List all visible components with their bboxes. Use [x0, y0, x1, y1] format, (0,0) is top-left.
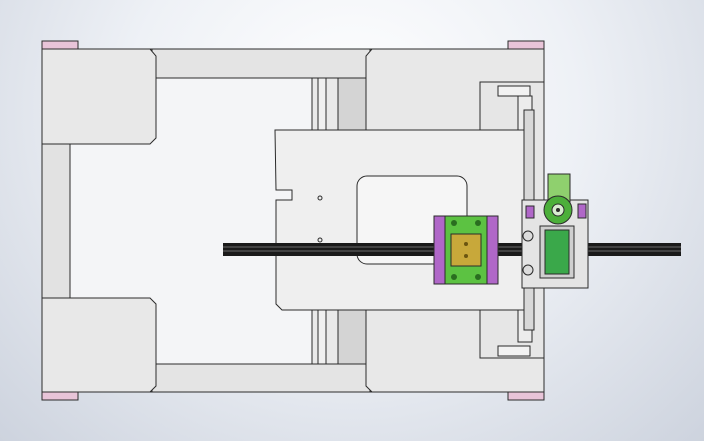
stepper-motor-icon[interactable] — [521, 173, 589, 289]
gear-icon[interactable] — [543, 195, 573, 225]
carriage-block-icon[interactable] — [433, 215, 499, 285]
